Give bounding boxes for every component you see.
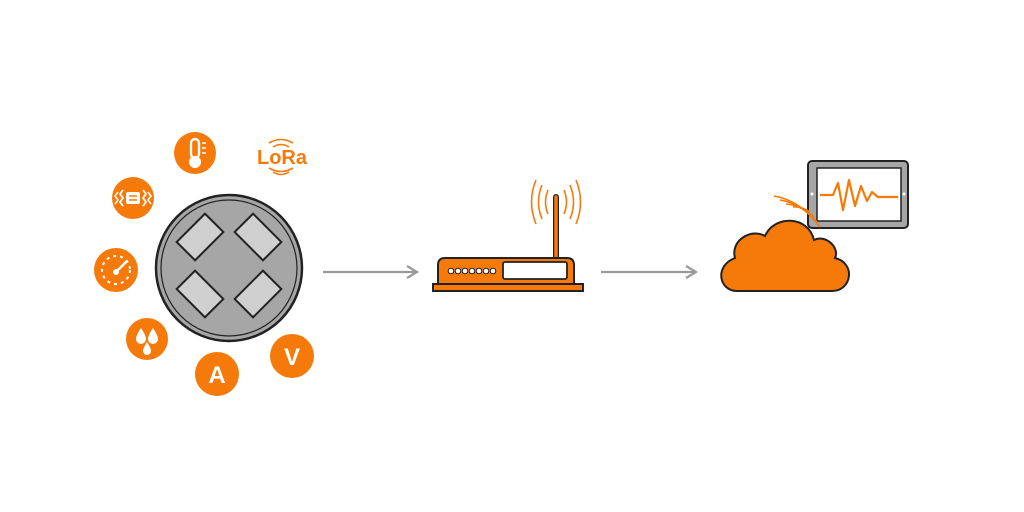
voltage-sensor: V — [270, 334, 314, 378]
arrow-gateway-to-cloud — [601, 265, 699, 279]
ampere-sensor: A — [195, 352, 239, 396]
lora-logo: LoRa — [257, 138, 308, 176]
ampere-label: A — [208, 362, 225, 389]
cloud-icon — [720, 219, 850, 292]
broadcast-signal-icon — [773, 195, 821, 228]
sensor-hub-device — [154, 193, 304, 343]
vibration-icon — [112, 177, 154, 219]
wifi-signal-icon — [530, 179, 582, 225]
water-drops-icon — [126, 318, 168, 360]
thermometer-icon — [174, 132, 216, 174]
gauge-icon — [94, 248, 138, 292]
tablet-chart-icon — [807, 160, 909, 229]
router-icon — [432, 179, 584, 292]
arrow-hub-to-gateway — [323, 265, 420, 279]
lora-label: LoRa — [257, 147, 308, 169]
voltage-label: V — [284, 344, 300, 371]
